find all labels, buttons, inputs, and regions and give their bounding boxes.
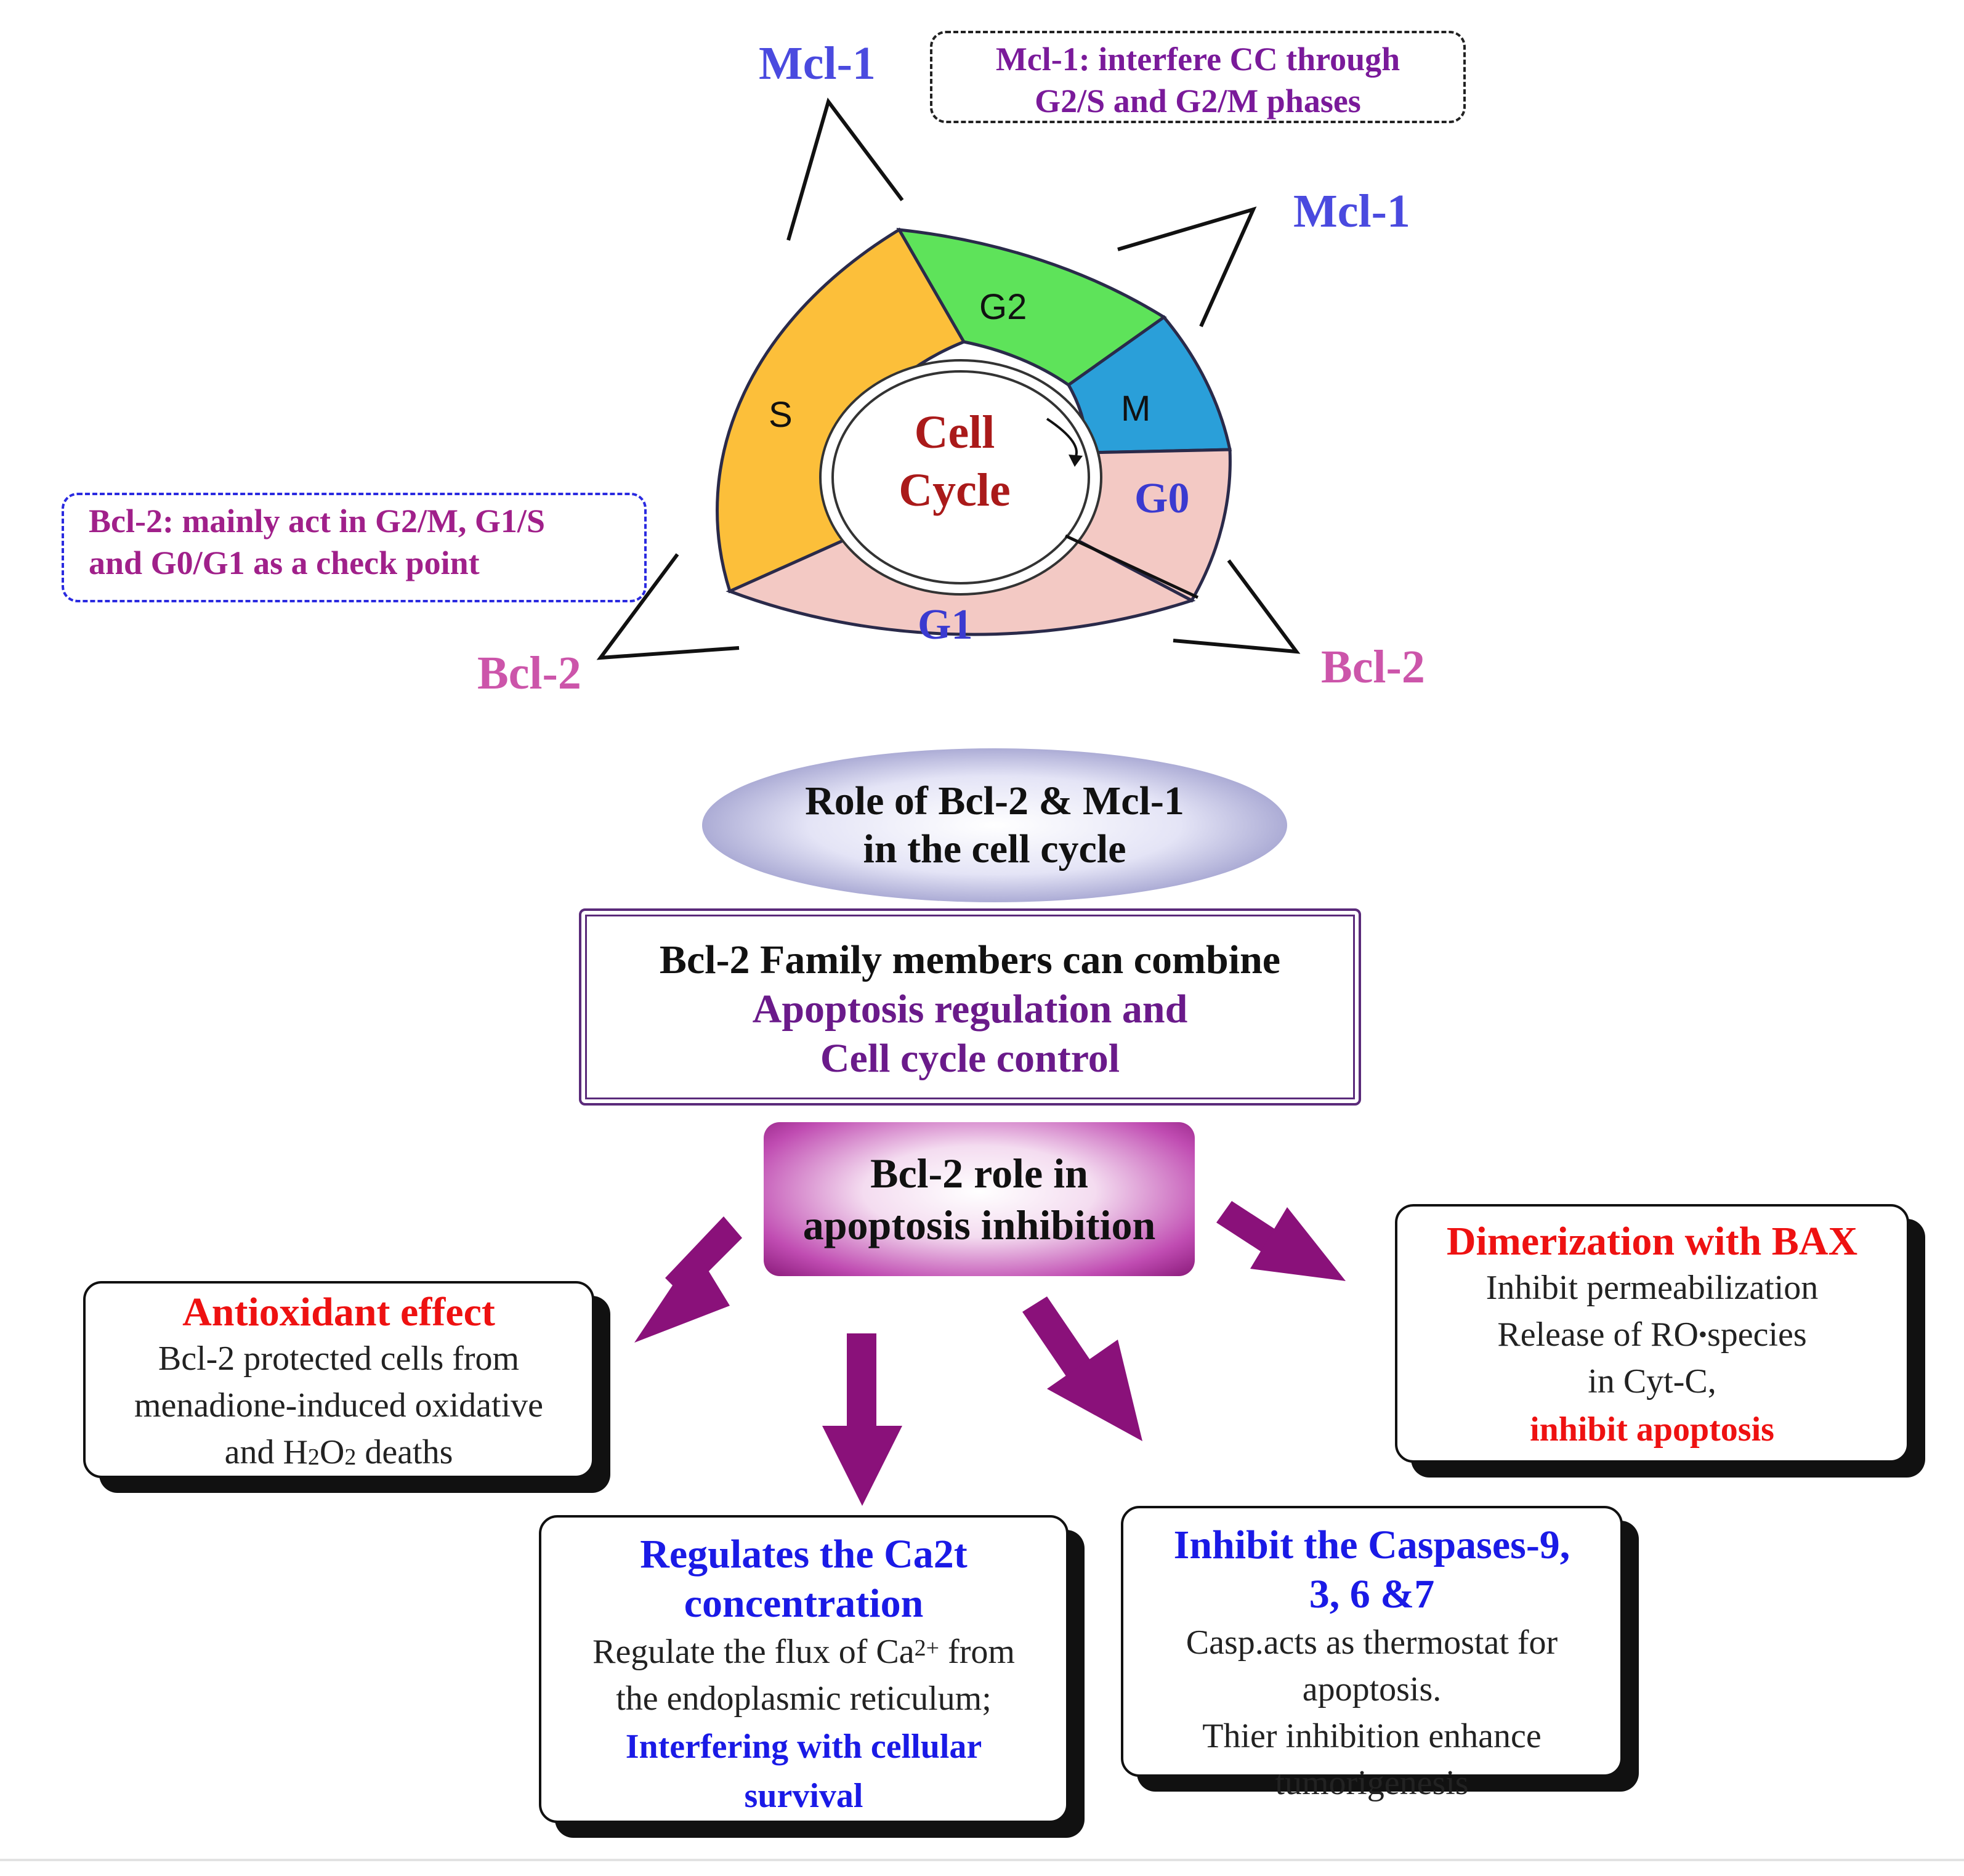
antioxidant-line3-post: deaths bbox=[356, 1433, 453, 1471]
caspases-title2: 3, 6 &7 bbox=[1309, 1572, 1435, 1617]
note-bcl: Bcl-2: mainly act in G2/M, G1/S and G0/G… bbox=[62, 493, 647, 602]
role-line1: Role of Bcl-2 & Mcl-1 bbox=[805, 778, 1184, 823]
calcium-title1: Regulates the Ca2t bbox=[640, 1532, 968, 1577]
cell-cycle-title: Cell Cycle bbox=[850, 403, 1059, 519]
calcium-line3: Interfering with cellular bbox=[625, 1728, 982, 1766]
arrow-to-dimerization bbox=[1216, 1201, 1346, 1281]
pointer-bcl-right bbox=[1173, 559, 1301, 654]
caspases-line3: Thier inhibition enhance bbox=[1202, 1717, 1542, 1755]
antioxidant-line3-mid: O bbox=[319, 1433, 345, 1471]
calcium-title2: concentration bbox=[684, 1581, 924, 1626]
apoptosis-line2: apoptosis inhibition bbox=[802, 1202, 1156, 1248]
caspases-title1: Inhibit the Caspases-9, bbox=[1173, 1522, 1570, 1567]
dimerization-title: Dimerization with BAX bbox=[1446, 1219, 1858, 1264]
dimerization-line1: Inhibit permeabilization bbox=[1485, 1269, 1819, 1307]
cell-cycle-line2: Cycle bbox=[899, 464, 1011, 516]
caspases-line1: Casp.acts as thermostat for bbox=[1186, 1623, 1558, 1662]
antioxidant-line3-pre: and H bbox=[224, 1433, 308, 1471]
label-bcl-right: Bcl-2 bbox=[1321, 641, 1425, 693]
phase-s-label: S bbox=[769, 395, 793, 435]
antioxidant-title: Antioxidant effect bbox=[182, 1290, 495, 1335]
note-mcl: Mcl-1: interfere CC through G2/S and G2/… bbox=[930, 31, 1466, 123]
antioxidant-sub1: 2 bbox=[307, 1444, 320, 1470]
label-mcl-right: Mcl-1 bbox=[1293, 185, 1410, 237]
antioxidant-line1: Bcl-2 protected cells from bbox=[158, 1340, 520, 1378]
phase-g0-label: G0 bbox=[1134, 475, 1190, 522]
antioxidant-sub2: 2 bbox=[344, 1444, 357, 1470]
dimerization-line2-pre: Release of RO bbox=[1497, 1316, 1699, 1354]
phase-g2-label: G2 bbox=[979, 287, 1027, 327]
calcium-sup: 2+ bbox=[914, 1635, 940, 1661]
calcium-line4: survival bbox=[744, 1777, 863, 1815]
note-mcl-line1: Mcl-1: interfere CC through bbox=[995, 41, 1400, 78]
family-line2: Apoptosis regulation and bbox=[752, 987, 1188, 1032]
family-line1: Bcl-2 Family members can combine bbox=[659, 937, 1281, 982]
note-mcl-line2: G2/S and G2/M phases bbox=[1035, 83, 1361, 119]
dimerization-card: Dimerization with BAX Inhibit permeabili… bbox=[1395, 1204, 1909, 1463]
pointer-bcl-left bbox=[596, 553, 740, 660]
cell-cycle-line1: Cell bbox=[914, 406, 995, 458]
label-bcl-left: Bcl-2 bbox=[477, 647, 581, 699]
note-bcl-line1: Bcl-2: mainly act in G2/M, G1/S bbox=[89, 503, 545, 540]
calcium-line1-post: from bbox=[939, 1633, 1015, 1671]
note-bcl-line2: and G0/G1 as a check point bbox=[89, 544, 480, 581]
dimerization-line2-post: species bbox=[1707, 1316, 1807, 1354]
label-mcl-top: Mcl-1 bbox=[759, 38, 876, 89]
calcium-line1-pre: Regulate the flux of Ca bbox=[592, 1633, 915, 1671]
phase-g2-segment bbox=[896, 227, 1167, 387]
apoptosis-box: Bcl-2 role in apoptosis inhibition bbox=[764, 1122, 1195, 1276]
radical-dot: • bbox=[1698, 1320, 1707, 1348]
dimerization-line3: in Cyt-C, bbox=[1588, 1362, 1716, 1401]
role-line2: in the cell cycle bbox=[863, 827, 1126, 871]
arrow-to-antioxidant bbox=[634, 1216, 742, 1343]
apoptosis-line1: Bcl-2 role in bbox=[870, 1150, 1088, 1197]
calcium-card: Regulates the Ca2t concentration Regulat… bbox=[539, 1515, 1069, 1823]
caspases-line4: tumorigenesis bbox=[1275, 1764, 1469, 1802]
phase-m-label: M bbox=[1121, 389, 1151, 429]
calcium-line2: the endoplasmic reticulum; bbox=[616, 1680, 992, 1718]
dimerization-line4: inhibit apoptosis bbox=[1530, 1410, 1774, 1449]
arrow-to-calcium bbox=[822, 1333, 902, 1506]
role-ellipse: Role of Bcl-2 & Mcl-1 in the cell cycle bbox=[702, 748, 1287, 902]
dimerization-line2: Release of RO•species bbox=[1397, 1311, 1907, 1358]
family-line3: Cell cycle control bbox=[820, 1036, 1120, 1081]
family-box: Bcl-2 Family members can combine Apoptos… bbox=[579, 908, 1361, 1106]
calcium-line1: Regulate the flux of Ca2+ from bbox=[541, 1628, 1066, 1675]
antioxidant-line2: menadione-induced oxidative bbox=[134, 1386, 543, 1425]
antioxidant-card: Antioxidant effect Bcl-2 protected cells… bbox=[83, 1281, 594, 1478]
phase-g1-label: G1 bbox=[918, 601, 973, 649]
arrow-to-caspases bbox=[1022, 1296, 1142, 1441]
caspases-line2: apoptosis. bbox=[1302, 1670, 1442, 1708]
caspases-card: Inhibit the Caspases-9, 3, 6 &7 Casp.act… bbox=[1121, 1506, 1623, 1802]
antioxidant-line3: and H2O2 deaths bbox=[86, 1429, 592, 1476]
pointer-mcl-top bbox=[786, 97, 904, 241]
pointer-mcl-right bbox=[1117, 206, 1257, 328]
